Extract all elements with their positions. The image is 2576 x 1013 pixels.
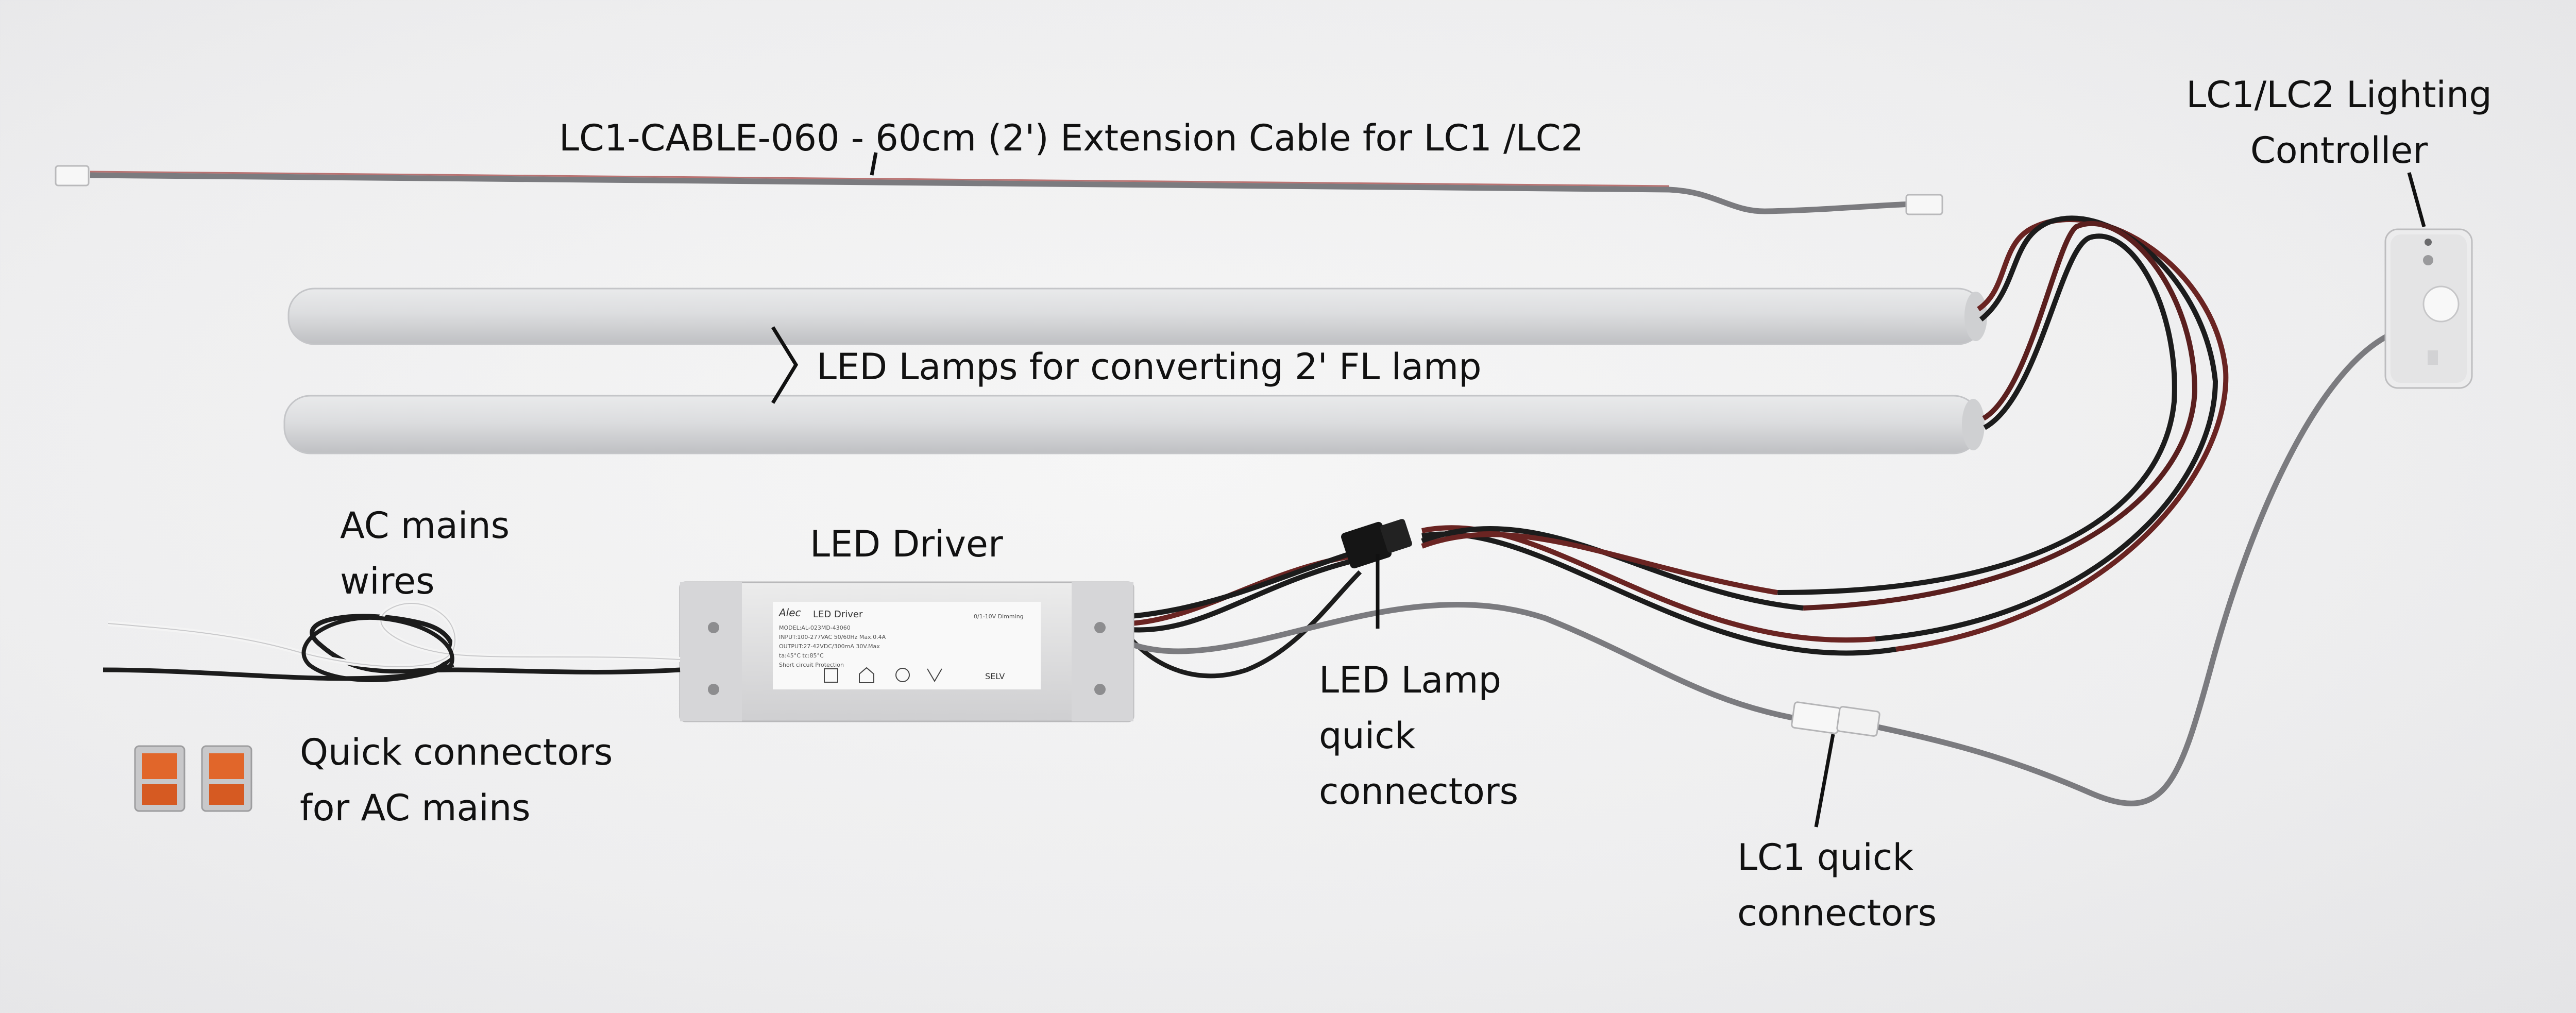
callout-lines [771, 152, 2426, 828]
driver-protection: Short circuit Protection [779, 662, 844, 668]
cable-plug-right [1905, 194, 1943, 215]
driver-output: OUTPUT:27-42VDC/300mA 30V.Max [779, 643, 880, 650]
label-ac-connectors: Quick connectors for AC mains [300, 724, 613, 836]
label-lc1-connectors-line1: LC1 quick [1737, 836, 1913, 879]
lc1-quick-connector [1791, 701, 1880, 737]
label-led-lamps: LED Lamps for converting 2' FL lamp [817, 346, 1482, 388]
driver-symbol-check [927, 668, 942, 682]
led-lamp-tube-1 [287, 288, 1987, 345]
label-lamp-connectors-line1: LED Lamp [1319, 659, 1501, 701]
label-lamp-connectors-line3: connectors [1319, 770, 1519, 813]
label-lc1-connectors: LC1 quick connectors [1737, 830, 1937, 941]
ac-quick-connector-1 [134, 745, 185, 812]
lamp-wires [1129, 215, 2229, 679]
driver-symbol-round [895, 668, 910, 682]
extension-cable [55, 165, 1943, 215]
driver-selv: SELV [985, 671, 1005, 681]
controller-sensor [2422, 285, 2460, 323]
callout-controller [2407, 172, 2426, 227]
label-ac-mains-line2: wires [340, 560, 435, 602]
label-ac-mains: AC mains wires [340, 498, 510, 609]
led-lamp-tube-2 [283, 395, 1985, 454]
label-extension-cable: LC1-CABLE-060 - 60cm (2') Extension Cabl… [559, 117, 1584, 159]
cable-plug-left [55, 165, 90, 187]
driver-symbol-box [824, 668, 838, 683]
led-driver: Alec LED Driver MODEL:AL-023MD-43060 INP… [679, 581, 1134, 722]
callout-lc1 [1814, 734, 1835, 828]
label-ac-connectors-line1: Quick connectors [300, 731, 613, 773]
label-ac-mains-line1: AC mains [340, 504, 510, 547]
label-lamp-connectors-line2: quick [1319, 715, 1416, 757]
label-controller-line1: LC1/LC2 Lighting [2186, 74, 2492, 116]
callout-cable [870, 152, 878, 176]
label-controller-line2: Controller [2250, 129, 2428, 172]
driver-brand: Alec [778, 606, 801, 619]
lighting-controller [2384, 228, 2473, 389]
driver-temps: ta:45°C tc:85°C [779, 652, 824, 659]
label-lc1-connectors-line2: connectors [1737, 892, 1937, 934]
driver-dimming: 0/1-10V Dimming [974, 613, 1024, 620]
driver-symbol-house [859, 667, 874, 683]
label-lamp-connectors: LED Lamp quick connectors [1319, 652, 1518, 819]
driver-label [773, 602, 1041, 689]
controller-led [2425, 239, 2432, 246]
callout-lamp-bracket [771, 326, 799, 404]
label-led-driver: LED Driver [810, 523, 1003, 565]
ac-quick-connector-2 [201, 745, 252, 812]
label-ac-connectors-line2: for AC mains [300, 787, 531, 829]
driver-title: LED Driver [813, 609, 863, 620]
label-controller: LC1/LC2 Lighting Controller [2179, 67, 2499, 178]
driver-model: MODEL:AL-023MD-43060 [779, 624, 851, 631]
driver-input: INPUT:100-277VAC 50/60Hz Max.0.4A [779, 634, 886, 640]
ac-mains-wires [103, 601, 681, 682]
lc1-cable [1130, 332, 2391, 806]
